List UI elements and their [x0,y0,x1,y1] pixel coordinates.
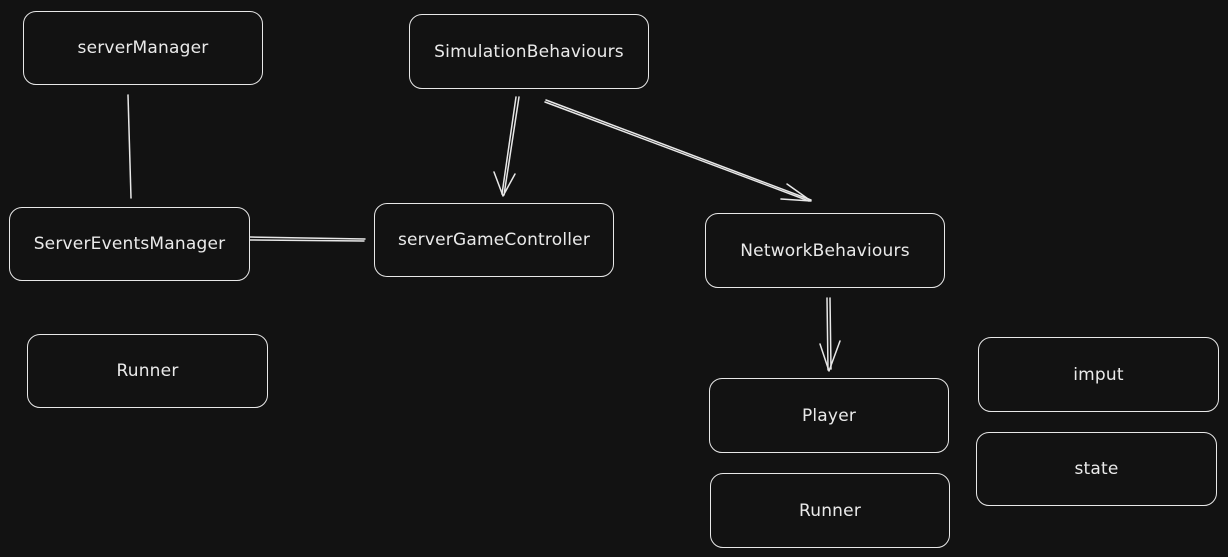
node-label: imput [1073,364,1124,385]
node-imput[interactable]: imput [978,337,1219,412]
node-label: Runner [116,361,179,381]
node-label: SimulationBehaviours [434,41,624,62]
node-servereventsmanager[interactable]: ServerEventsManager [9,207,250,281]
arrowhead [493,171,516,197]
node-servermanager[interactable]: serverManager [23,11,263,85]
node-label: Runner [798,500,862,521]
node-player[interactable]: Player [709,378,949,453]
edge-simulation-to-servergamecontroller [493,96,520,197]
arrowhead [780,183,812,202]
node-label: serverManager [77,38,209,58]
node-label: serverGameController [397,230,591,250]
node-simulationbehaviours[interactable]: SimulationBehaviours [409,14,649,89]
node-label: Player [801,405,857,426]
node-label: NetworkBehaviours [740,240,910,261]
node-runner-right[interactable]: Runner [710,473,950,548]
edge-servereventsmanager-servergamecontroller [249,236,366,242]
node-networkbehaviours[interactable]: NetworkBehaviours [705,213,945,288]
node-runner-left[interactable]: Runner [27,334,268,408]
node-state[interactable]: state [976,432,1217,506]
arrowhead [819,340,841,372]
node-label: ServerEventsManager [33,234,226,254]
node-label: state [1074,459,1119,479]
edge-networkbehaviours-to-player [819,297,841,372]
node-servergamecontroller[interactable]: serverGameController [374,203,614,277]
edge-simulation-to-networkbehaviours [544,99,812,202]
edge-servermanager-servereventsmanager [127,94,132,199]
